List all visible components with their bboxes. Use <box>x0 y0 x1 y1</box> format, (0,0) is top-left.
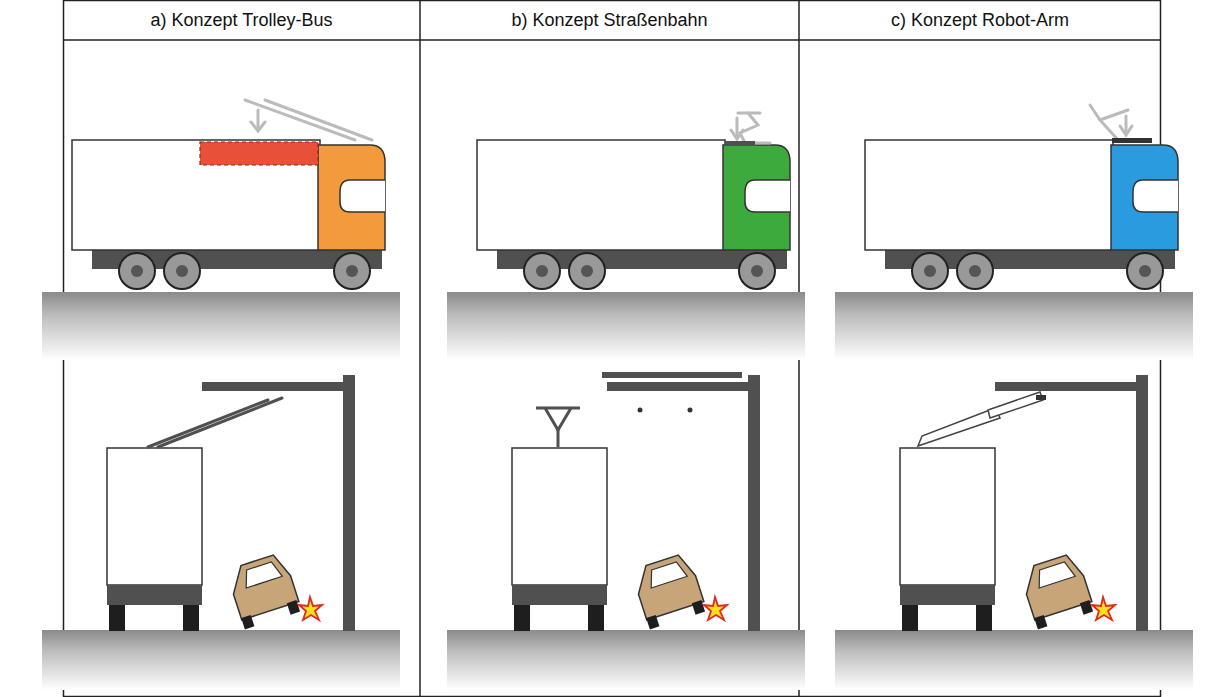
column-header: b) Konzept Straßenbahn <box>420 0 799 40</box>
truck <box>42 140 400 690</box>
truck <box>447 140 805 690</box>
column-header: a) Konzept Trolley-Bus <box>63 0 420 40</box>
truck <box>835 140 1193 690</box>
column-header: c) Konzept Robot-Arm <box>799 0 1161 40</box>
